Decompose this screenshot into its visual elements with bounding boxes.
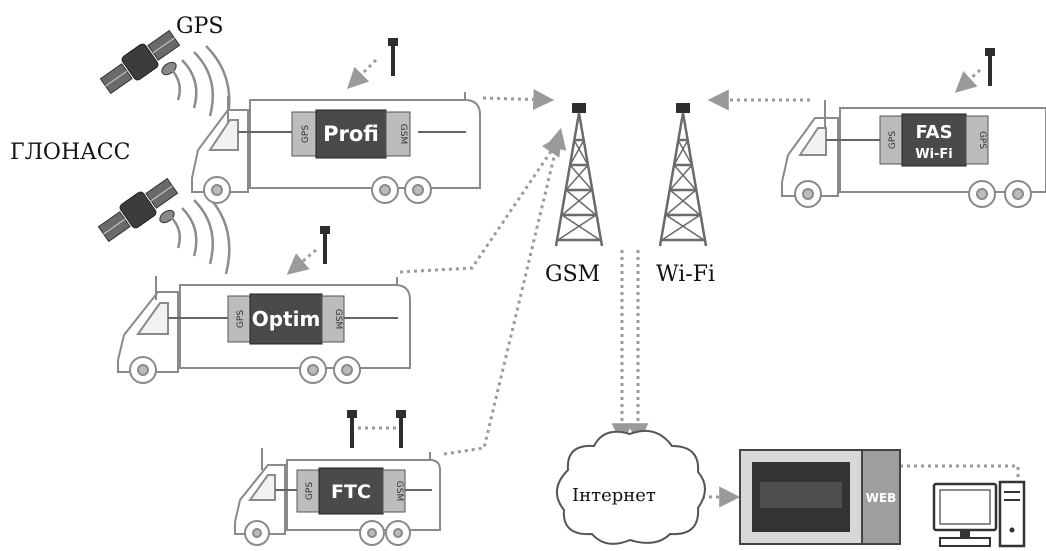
gps-label: GPS <box>176 14 224 39</box>
device-profi: GPS Profi GSM <box>291 109 411 159</box>
link-optim-gsm <box>399 134 563 274</box>
device-profi-gsm-tag: GSM <box>398 124 408 144</box>
link-web-pc <box>900 464 1020 482</box>
device-ftc-gps-tag: GPS <box>305 482 315 500</box>
device-optim: GPS Optim GSM <box>227 293 345 345</box>
device-fas: GPS FAS Wi-Fi GPS <box>879 113 989 167</box>
antenna-icon <box>396 410 406 448</box>
link-antenna-fas <box>954 68 982 93</box>
device-profi-gps-tag: GPS <box>301 125 311 143</box>
device-optim-gps-tag: GPS <box>236 310 246 328</box>
internet-cloud-icon <box>556 430 706 545</box>
satellite-icon-glonass <box>97 177 179 243</box>
gsm-tower-label: GSM <box>545 262 601 287</box>
antenna-icon <box>320 226 330 264</box>
device-fas-right-tag: GPS <box>977 131 987 149</box>
signal-waves-icon-glonass <box>169 193 231 275</box>
device-optim-label: Optim <box>252 307 321 331</box>
link-profi-gsm <box>482 89 555 110</box>
glonass-label: ГЛОНАСС <box>10 140 131 165</box>
wifi-tower-label: Wi-Fi <box>656 262 715 287</box>
device-fas-left-tag: GPS <box>888 131 898 149</box>
device-profi-label: Profi <box>323 122 379 146</box>
antenna-icon <box>347 410 357 448</box>
web-server: WEB <box>739 449 901 545</box>
internet-label: Інтернет <box>572 485 656 506</box>
antenna-icon <box>985 48 995 86</box>
antenna-icon <box>388 38 398 76</box>
signal-waves-icon-gps <box>169 45 231 127</box>
device-ftc: GPS FTC GSM <box>296 467 406 515</box>
device-fas-label: FAS <box>915 122 952 143</box>
device-ftc-gsm-tag: GSM <box>394 481 404 501</box>
wifi-tower-icon <box>658 103 708 247</box>
device-fas-sublabel: Wi-Fi <box>915 147 953 162</box>
gsm-tower-icon <box>554 103 604 247</box>
computer-icon <box>932 480 1026 548</box>
device-optim-gsm-tag: GSM <box>333 309 343 329</box>
link-antenna-optim <box>286 248 317 275</box>
device-ftc-label: FTC <box>331 481 371 503</box>
signal-links <box>286 58 1020 508</box>
link-antenna-profi <box>347 58 378 89</box>
web-label: WEB <box>866 491 897 505</box>
